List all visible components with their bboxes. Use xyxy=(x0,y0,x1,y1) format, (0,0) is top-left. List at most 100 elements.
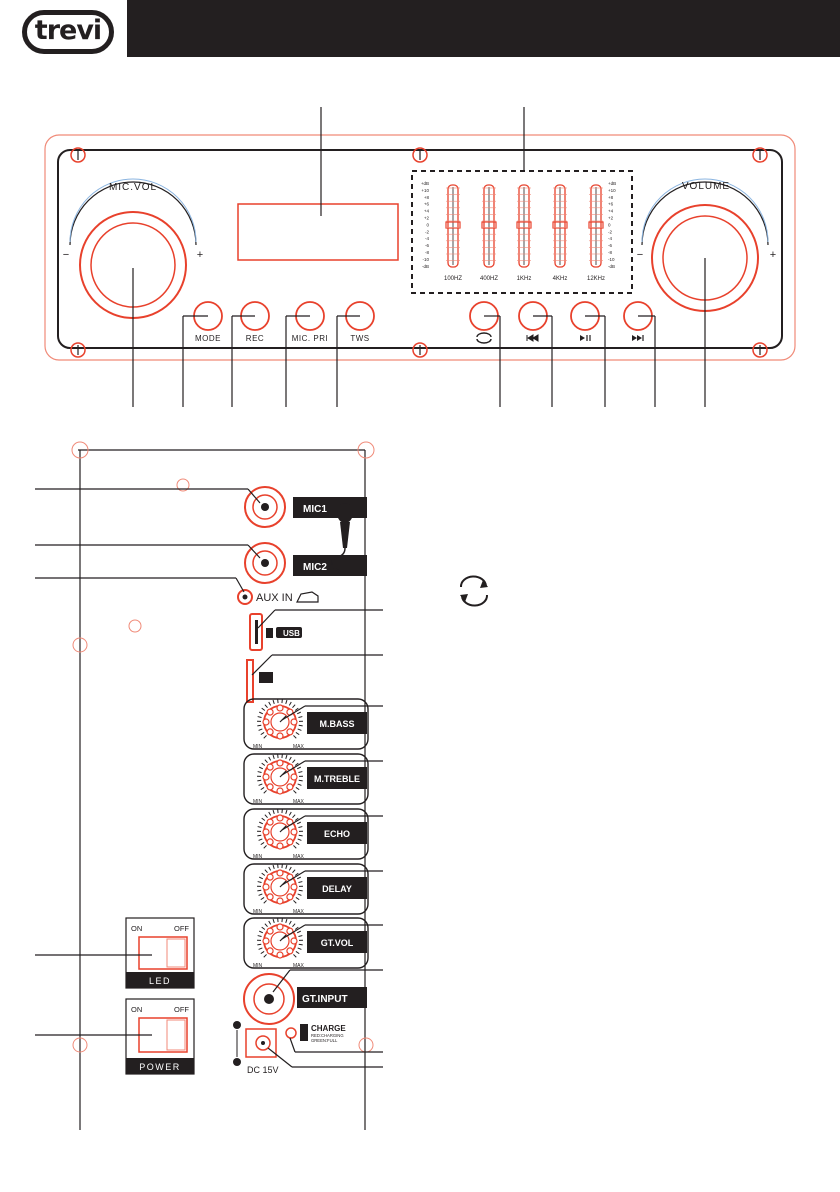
mic1-jack[interactable] xyxy=(244,486,286,528)
eq-scale-right: -4 xyxy=(608,236,612,241)
front-button-mode[interactable]: MODE xyxy=(193,301,223,343)
aux-in-jack[interactable] xyxy=(237,589,253,605)
dc-polarity-plus-icon xyxy=(233,1021,241,1029)
eq-scale-left: +dB xyxy=(421,181,429,186)
micro-sd-slot[interactable] xyxy=(246,659,254,703)
eq-scale-left: -4 xyxy=(425,236,429,241)
knob-min-label: MIN xyxy=(253,744,263,750)
front-button-mic-pri[interactable]: MIC. PRI xyxy=(292,301,328,343)
eq-band-label: 100HZ xyxy=(444,276,462,282)
eq-band-slider[interactable]: 4KHz xyxy=(552,184,568,282)
front-button-tws[interactable]: TWS xyxy=(345,301,375,343)
usb-badge xyxy=(276,627,302,638)
button-label: MIC. PRI xyxy=(292,334,328,343)
power-switch-label: POWER xyxy=(139,1062,181,1072)
eq-scale-left: -6 xyxy=(425,243,429,248)
knob-label-bar xyxy=(307,877,367,899)
eq-band-label: 400HZ xyxy=(480,276,498,282)
screw-icon xyxy=(70,147,86,163)
button-label: REC xyxy=(246,334,264,343)
knob-label-bar xyxy=(307,767,367,789)
knob-max-label: MAX xyxy=(293,854,305,860)
eq-scale-right: +2 xyxy=(608,216,614,221)
previous-icon xyxy=(526,334,539,342)
front-button-play-pause-icon[interactable] xyxy=(570,301,600,341)
volume-arc xyxy=(641,181,769,246)
button-label: TWS xyxy=(350,334,369,343)
knob-frame xyxy=(243,863,369,915)
front-button-repeat-icon[interactable] xyxy=(469,301,499,344)
knob-frame xyxy=(243,808,369,860)
eq-scale-right: -6 xyxy=(608,243,612,248)
eq-scale-left: +8 xyxy=(424,195,430,200)
gt-input-label-bar xyxy=(297,987,367,1008)
eq-scale-left: -dB xyxy=(422,264,429,269)
eq-scale-right: +dB xyxy=(608,181,616,186)
eq-scale-right: -dB xyxy=(608,264,615,269)
mic-vol-label: MIC.VOL xyxy=(109,182,157,193)
front-button-next-icon[interactable] xyxy=(623,301,653,341)
rear-callouts xyxy=(35,488,383,1068)
rear-screw-bl xyxy=(72,1037,88,1053)
mic-vol-arc-blue xyxy=(69,178,197,243)
knob-max-label: MAX xyxy=(293,963,305,969)
eq-band-slider[interactable]: 1KHz xyxy=(516,184,532,282)
mic2-jack[interactable] xyxy=(244,542,286,584)
knob-max-label: MAX xyxy=(293,909,305,915)
mic2-label: MIC2 xyxy=(303,562,327,573)
knob-max-label: MAX xyxy=(293,799,305,805)
eq-band-slider[interactable]: 12KHz xyxy=(587,184,605,282)
screw-icon xyxy=(412,342,428,358)
dc-jack[interactable] xyxy=(245,1028,277,1058)
led-switch[interactable]: ON OFF LED xyxy=(125,917,195,989)
eq-scale-right: +8 xyxy=(608,195,614,200)
trevi-logo: trevi xyxy=(22,10,114,54)
eq-scale-left: -10 xyxy=(422,257,429,262)
eq-scale-left: +2 xyxy=(424,216,430,221)
header-bar xyxy=(0,0,840,57)
front-button-rec[interactable]: REC xyxy=(240,301,270,343)
eq-scale-right: +4 xyxy=(608,209,614,214)
front-button-previous-icon[interactable] xyxy=(518,301,548,342)
knob-label-bar xyxy=(307,712,367,734)
screw-icon xyxy=(752,342,768,358)
eq-scale-left: -2 xyxy=(425,229,429,234)
rear-screw-tr xyxy=(357,441,375,459)
eq-band-slider[interactable]: 400HZ xyxy=(480,184,498,282)
eq-scale-left: -8 xyxy=(425,250,429,255)
logo-box: trevi xyxy=(0,0,127,67)
volume-knob[interactable]: VOLUME − + xyxy=(637,178,776,312)
repeat-icon xyxy=(476,332,492,344)
power-switch[interactable]: ON OFF POWER xyxy=(125,998,195,1075)
power-off-label: OFF xyxy=(174,1005,189,1014)
screw-icon xyxy=(412,147,428,163)
eq-scale-left: 0 xyxy=(426,222,429,227)
battery-icon xyxy=(300,1024,308,1041)
repeat-icon xyxy=(459,575,489,607)
front-callouts xyxy=(132,107,706,407)
eq-band-slider[interactable]: 100HZ xyxy=(444,184,462,282)
volume-label: VOLUME xyxy=(682,181,730,192)
next-icon xyxy=(632,335,644,341)
knob-min-label: MIN xyxy=(253,799,263,805)
gt-input-jack[interactable] xyxy=(243,973,295,1025)
rear-screw-br xyxy=(358,1037,374,1053)
equalizer-frame xyxy=(411,170,633,294)
charge-title: CHARGE xyxy=(311,1024,346,1033)
usb-port[interactable] xyxy=(249,613,263,651)
knob-frame xyxy=(243,753,369,805)
eq-scale-right: +10 xyxy=(608,188,616,193)
eq-band-label: 1KHz xyxy=(517,276,532,282)
usb-label: USB xyxy=(283,629,300,638)
mic-vol-minus: − xyxy=(63,249,69,261)
front-buttons: MODE REC MIC. PRI TWS xyxy=(193,301,653,344)
led-on-label: ON xyxy=(131,924,142,933)
power-on-label: ON xyxy=(131,1005,142,1014)
